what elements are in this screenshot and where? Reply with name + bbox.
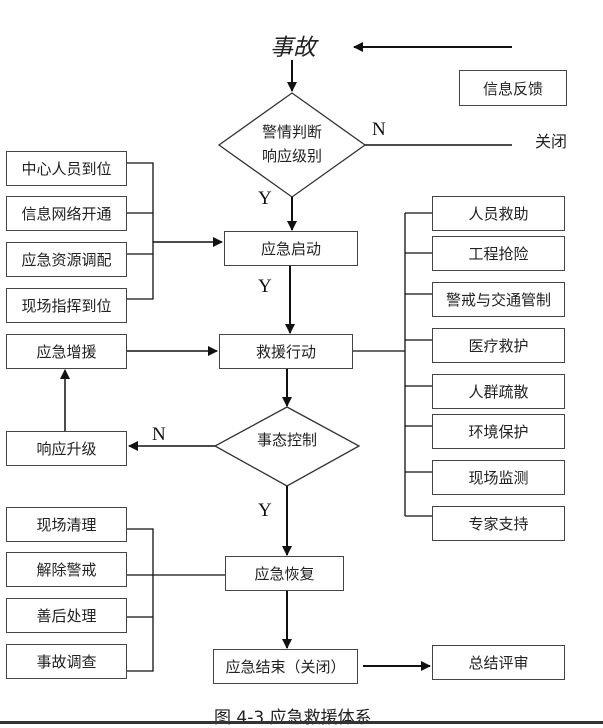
- decision2-no-label: N: [152, 424, 166, 445]
- right-action-7: 现场监测: [432, 460, 565, 495]
- decision2-text: 事态控制: [256, 431, 317, 449]
- right-action-5: 人群疏散: [432, 374, 565, 409]
- review-box: 总结评审: [432, 645, 565, 680]
- prep-bracket: [127, 162, 154, 300]
- recovery-box: 应急恢复: [225, 556, 344, 591]
- feedback-box: 信息反馈: [459, 70, 567, 106]
- recovery-item-2: 解除警戒: [6, 552, 127, 587]
- right-action-8: 专家支持: [432, 506, 565, 541]
- recovery-item-3: 善后处理: [6, 598, 127, 633]
- prep-box-1: 中心人员到位: [6, 151, 127, 186]
- right-action-3: 警戒与交通管制: [432, 282, 565, 317]
- right-action-4: 医疗救护: [432, 328, 565, 363]
- action-box: 救援行动: [219, 334, 353, 369]
- bottom-rule: [0, 721, 603, 724]
- reinforce-box: 应急增援: [6, 334, 127, 369]
- figure-caption: 图 4-3 应急救援体系: [214, 708, 372, 728]
- diagram-title: 事故: [270, 35, 316, 61]
- right-action-6: 环境保护: [432, 414, 565, 449]
- prep-box-4: 现场指挥到位: [6, 288, 127, 323]
- decision1-no-label: N: [372, 119, 386, 140]
- decision1-yes-label: Y: [258, 188, 272, 209]
- recovery-item-4: 事故调查: [6, 644, 127, 679]
- right-action-2: 工程抢险: [432, 236, 565, 271]
- end-box: 应急结束（关闭）: [213, 649, 358, 684]
- prep-box-2: 信息网络开通: [6, 196, 127, 231]
- recovery-bracket: [127, 528, 225, 672]
- right-bracket: [404, 212, 432, 517]
- close-label: 关闭: [535, 132, 568, 151]
- decision1-line2: 响应级别: [261, 147, 322, 165]
- upgrade-box: 响应升级: [6, 431, 127, 466]
- start-box: 应急启动: [224, 231, 358, 266]
- prep-box-3: 应急资源调配: [6, 242, 127, 277]
- decision2-yes-label: Y: [258, 500, 272, 521]
- decision1-line1: 警情判断: [261, 123, 322, 141]
- recovery-item-1: 现场清理: [6, 507, 127, 542]
- decision1-text: 警情判断 响应级别: [232, 120, 352, 168]
- start-yes-label: Y: [258, 276, 272, 297]
- right-action-1: 人员救助: [432, 196, 565, 231]
